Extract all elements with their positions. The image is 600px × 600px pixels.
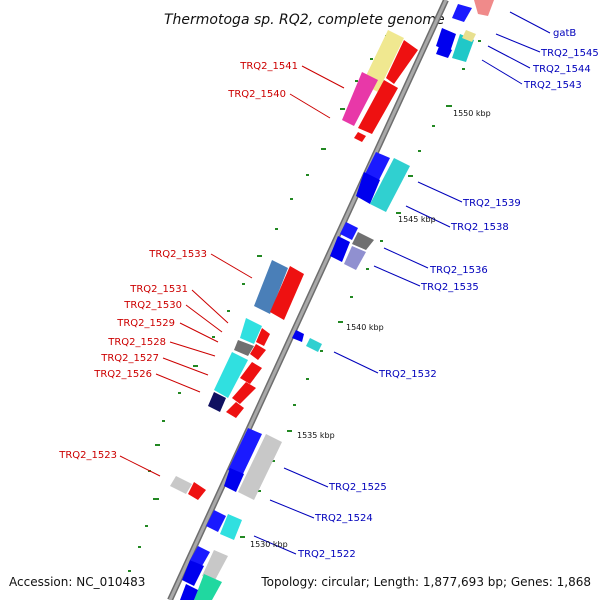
gene-TRQ2-1526[interactable] <box>208 392 226 412</box>
gene-TRQ2-1524-a[interactable] <box>206 510 226 532</box>
label-TRQ2-1525[interactable]: TRQ2_1525 <box>328 482 387 493</box>
label-TRQ2-1535[interactable]: TRQ2_1535 <box>420 282 479 293</box>
label-TRQ2-1541[interactable]: TRQ2_1541 <box>239 61 298 72</box>
gene-TRQ2-1541[interactable] <box>362 30 404 92</box>
gene-red-1526[interactable] <box>226 402 244 418</box>
label-TRQ2-1523[interactable]: TRQ2_1523 <box>58 450 117 461</box>
gene-cluster-1532 <box>292 330 322 352</box>
gene-green-bottom[interactable] <box>194 574 222 600</box>
gene-cluster-top <box>436 0 494 62</box>
gene-TRQ2-1525-b[interactable] <box>224 468 244 492</box>
label-TRQ2-1536[interactable]: TRQ2_1536 <box>429 265 488 276</box>
gene-TRQ2-1523-b[interactable] <box>188 482 206 500</box>
gene-red-1541b[interactable] <box>386 40 418 84</box>
tick-label-1530: 1530 kbp <box>250 540 288 549</box>
gene-blue-top[interactable] <box>452 4 472 22</box>
gene-TRQ2-1527[interactable] <box>232 382 256 404</box>
labels-left: TRQ2_1541 TRQ2_1540 TRQ2_1533 TRQ2_1531 … <box>58 61 298 461</box>
labels-right: gatB TRQ2_1545 TRQ2_1544 TRQ2_1543 TRQ2_… <box>297 28 599 560</box>
leader-lines-right <box>253 11 551 555</box>
tick-label-1540: 1540 kbp <box>346 323 384 332</box>
gene-TRQ2-1543[interactable] <box>436 44 452 58</box>
label-TRQ2-1527[interactable]: TRQ2_1527 <box>100 353 159 364</box>
label-gatB[interactable]: gatB <box>553 28 576 39</box>
gene-red-1530[interactable] <box>250 344 266 360</box>
gene-TRQ2-1530[interactable] <box>234 340 254 356</box>
gene-red-1540b[interactable] <box>358 80 398 134</box>
label-TRQ2-1532[interactable]: TRQ2_1532 <box>378 369 437 380</box>
gene-cluster-1525 <box>224 428 282 500</box>
tick-label-1535: 1535 kbp <box>297 431 335 440</box>
gene-TRQ2-1536[interactable] <box>352 232 374 250</box>
gene-cluster-1536 <box>330 222 374 270</box>
gene-TRQ2-1545[interactable] <box>462 30 476 42</box>
gene-TRQ2-1528[interactable] <box>240 362 262 384</box>
gene-TRQ2-1522-b[interactable] <box>182 560 204 586</box>
gene-TRQ2-1525[interactable] <box>238 434 282 500</box>
topology-text: Topology: circular; Length: 1,877,693 bp… <box>260 575 591 589</box>
gene-blue-bottom[interactable] <box>180 584 198 600</box>
label-TRQ2-1540[interactable]: TRQ2_1540 <box>227 89 286 100</box>
label-TRQ2-1524[interactable]: TRQ2_1524 <box>314 513 373 524</box>
gene-TRQ2-1523[interactable] <box>170 476 192 494</box>
gene-cluster-1539 <box>356 152 410 212</box>
gene-TRQ2-1522[interactable] <box>202 550 228 582</box>
tick-label-1545: 1545 kbp <box>398 215 436 224</box>
gene-TRQ2-1529[interactable] <box>214 352 248 398</box>
gene-TRQ2-1524[interactable] <box>220 514 242 540</box>
gene-cluster-1523 <box>170 476 206 500</box>
label-TRQ2-1530[interactable]: TRQ2_1530 <box>123 300 182 311</box>
gene-TRQ2-1525-a[interactable] <box>228 428 262 476</box>
leader-lines-left <box>119 65 345 477</box>
gene-gatB[interactable] <box>474 0 494 16</box>
gene-TRQ2-1533[interactable] <box>254 260 288 314</box>
label-TRQ2-1531[interactable]: TRQ2_1531 <box>129 284 188 295</box>
genome-backbone-highlight <box>168 0 448 600</box>
gene-red-1531[interactable] <box>256 328 270 346</box>
gene-TRQ2-1536-b[interactable] <box>330 236 350 262</box>
accession-text: Accession: NC_010483 <box>9 575 145 589</box>
gene-TRQ2-1539-b[interactable] <box>356 172 380 204</box>
label-TRQ2-1539[interactable]: TRQ2_1539 <box>462 198 521 209</box>
gene-TRQ2-1539-a[interactable] <box>364 152 390 182</box>
gene-TRQ2-1540[interactable] <box>342 72 378 126</box>
label-TRQ2-1526[interactable]: TRQ2_1526 <box>93 369 152 380</box>
gene-cluster-1541 <box>342 30 418 142</box>
gene-TRQ2-1544[interactable] <box>452 34 474 62</box>
label-TRQ2-1538[interactable]: TRQ2_1538 <box>450 222 509 233</box>
label-TRQ2-1528[interactable]: TRQ2_1528 <box>107 337 166 348</box>
gene-TRQ2-1536-a[interactable] <box>340 222 358 240</box>
label-TRQ2-1545[interactable]: TRQ2_1545 <box>540 48 599 59</box>
label-TRQ2-1529[interactable]: TRQ2_1529 <box>116 318 175 329</box>
gene-cluster-1531 <box>208 318 270 418</box>
gene-TRQ2-1522-a[interactable] <box>190 546 210 566</box>
gene-TRQ2-1531[interactable] <box>240 318 262 344</box>
gene-cluster-1533 <box>254 260 304 320</box>
gene-TRQ2-1532[interactable] <box>306 338 322 352</box>
label-TRQ2-1522[interactable]: TRQ2_1522 <box>297 549 356 560</box>
gene-TRQ2-1533-b[interactable] <box>270 266 304 320</box>
gene-TRQ2-1535[interactable] <box>344 246 366 270</box>
gene-TRQ2-1532-a[interactable] <box>292 330 304 342</box>
gene-TRQ2-1538[interactable] <box>370 158 410 212</box>
label-TRQ2-1543[interactable]: TRQ2_1543 <box>523 80 582 91</box>
tick-label-1550: 1550 kbp <box>453 109 491 118</box>
gene-red-small[interactable] <box>354 132 366 142</box>
kbp-labels: 1550 kbp 1545 kbp 1540 kbp 1535 kbp 1530… <box>250 109 491 549</box>
gene-cluster-1524 <box>180 510 242 600</box>
label-TRQ2-1544[interactable]: TRQ2_1544 <box>532 64 591 75</box>
map-title: Thermotoga sp. RQ2, complete genome <box>164 12 445 28</box>
label-TRQ2-1533[interactable]: TRQ2_1533 <box>148 249 207 260</box>
